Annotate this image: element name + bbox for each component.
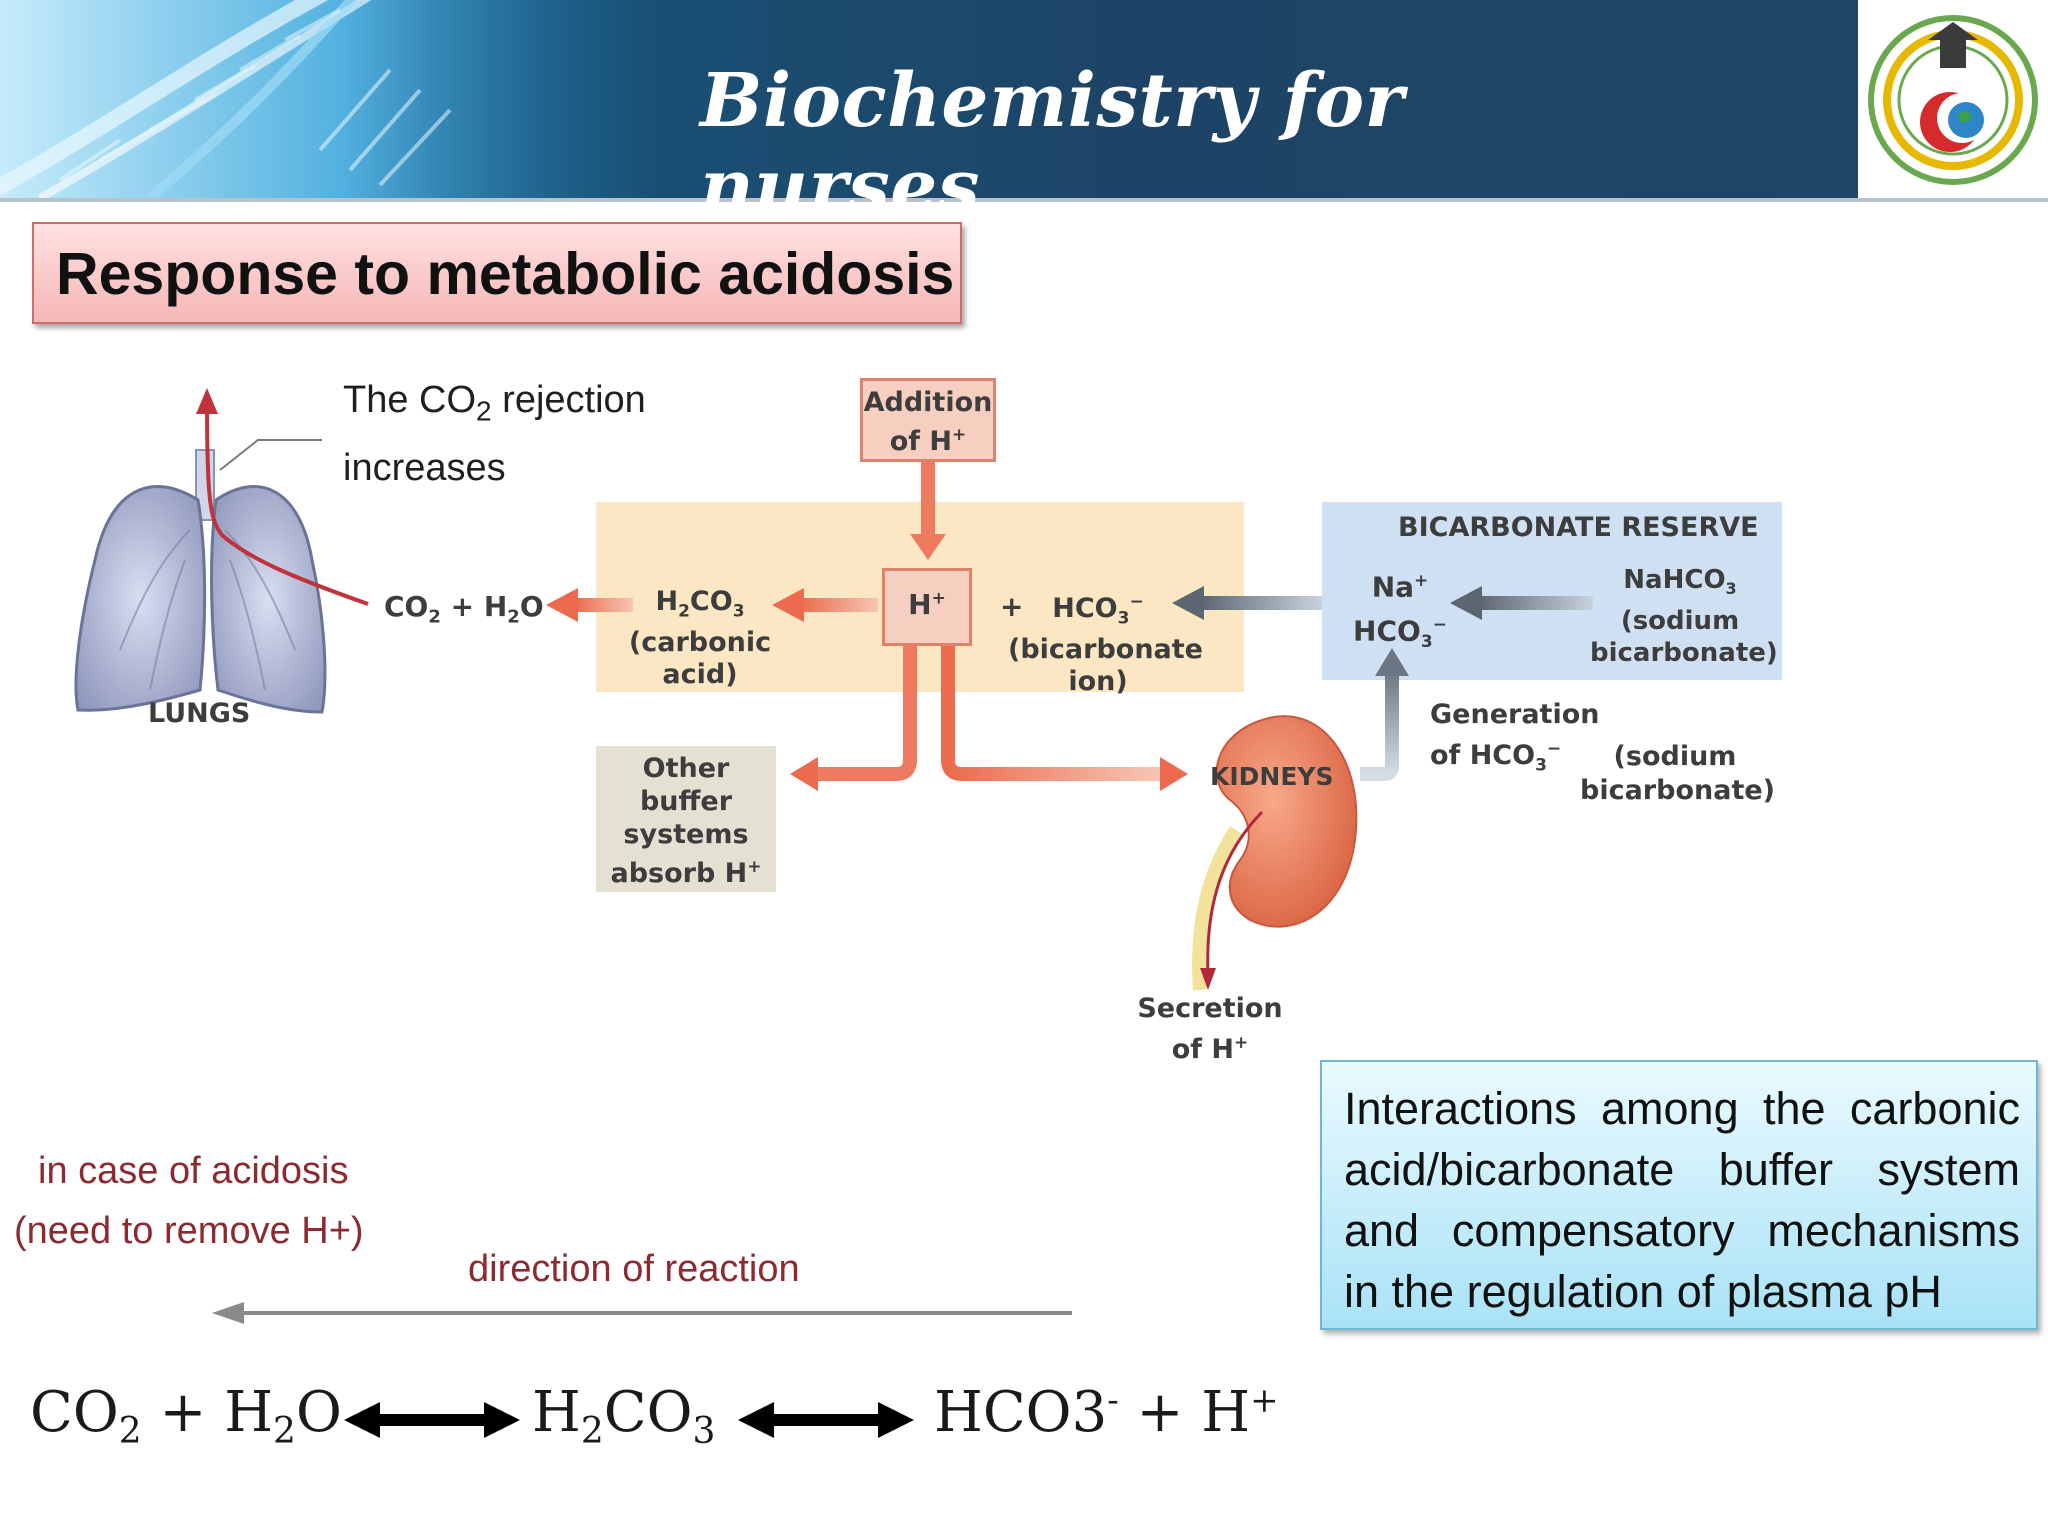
equation-middle: H2CO3 (532, 1380, 716, 1453)
dna-helix-graphic (0, 0, 620, 198)
lungs-label: LUNGS (148, 698, 251, 729)
kidneys-label: KIDNEYS (1210, 762, 1334, 791)
section-title: Response to metabolic acidosis (56, 241, 955, 307)
section-title-box: Response to metabolic acidosis (32, 222, 962, 324)
sodium-bicarbonate-label: (sodium bicarbonate) (1580, 741, 1775, 806)
lungs-icon (74, 449, 327, 714)
other-buffer-label: Other buffer systems absorb H+ (610, 753, 762, 889)
equation-right: HCO3- + H+ (934, 1380, 1279, 1445)
nahco3-label: NaHCO3 (sodium bicarbonate) (1590, 565, 1778, 669)
direction-of-reaction-label: direction of reaction (468, 1248, 800, 1290)
slide-title: Biochemistry for nurses (700, 58, 1405, 230)
na-hco3-label: Na+ HCO3− (1353, 570, 1447, 653)
bicarbonate-reserve-title: BICARBONATE RESERVE (1398, 512, 1759, 543)
faculty-logo (1858, 0, 2048, 198)
generation-hco3-label: Generation of HCO3− (1430, 699, 1600, 776)
acidosis-note-line1: in case of acidosis (38, 1150, 349, 1192)
addition-of-h-box (860, 378, 996, 462)
other-buffer-box (596, 746, 776, 892)
plus-sign: + (1000, 590, 1024, 623)
bicarbonate-ion-label: HCO3− (bicarbonate ion) (1008, 592, 1203, 698)
equilibrium-arrows (344, 1402, 914, 1438)
acidosis-note-line2: (need to remove H+) (14, 1210, 364, 1252)
h-ion-box (882, 568, 972, 646)
caption-text: Interactions among the carbonic acid/bic… (1344, 1083, 2020, 1317)
h-ion-label: H+ (908, 588, 946, 621)
kidney-icon (1192, 715, 1358, 991)
co2-h2o-label: CO2 + H2O (384, 590, 544, 628)
bicarbonate-reserve-panel (1322, 502, 1782, 680)
secretion-h-label: Secretion of H+ (1137, 993, 1283, 1065)
equation-left: CO2 + H2O (30, 1380, 342, 1453)
addition-of-h-label: Addition of H+ (863, 387, 993, 457)
carbonic-acid-label: H2CO3 (carbonic acid) (628, 586, 772, 691)
header-divider (0, 198, 2048, 202)
seal-icon (1868, 15, 2038, 185)
caption-box: Interactions among the carbonic acid/bic… (1320, 1060, 2038, 1330)
airflow-arrowhead (196, 388, 218, 414)
co2-rejection-annotation: The CO2 rejection increases (343, 379, 646, 489)
